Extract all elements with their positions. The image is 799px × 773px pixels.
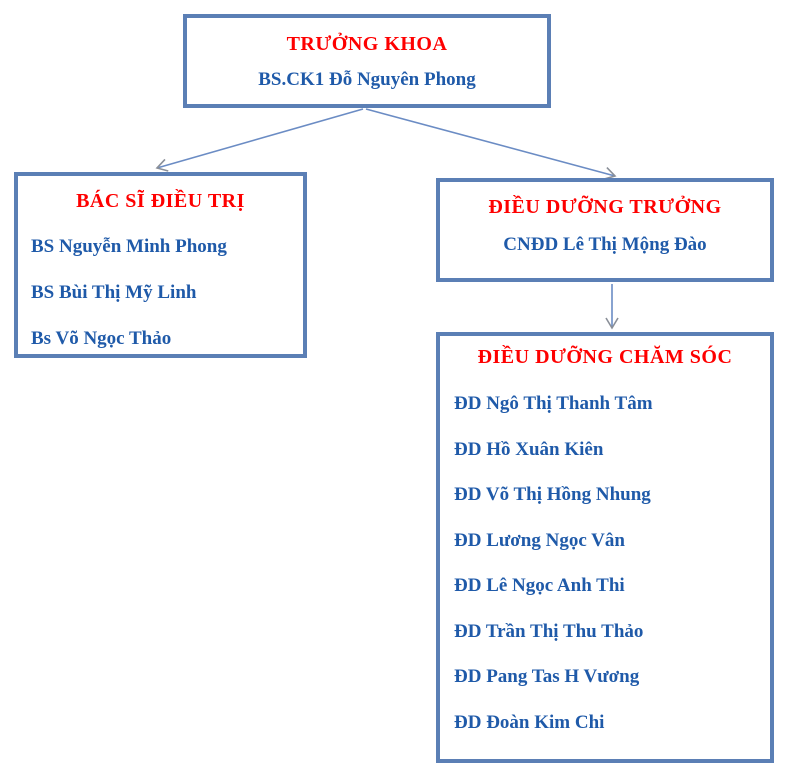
member-name: ĐD Hồ Xuân Kiên (454, 438, 604, 460)
member-name: Bs Võ Ngọc Thảo (31, 328, 172, 349)
node-dieu-duong-truong: ĐIỀU DƯỠNG TRƯỞNG CNĐD Lê Thị Mộng Đào (436, 178, 774, 282)
node-title: BÁC SĨ ĐIỀU TRỊ (76, 190, 245, 212)
member-name: BS.CK1 Đỗ Nguyên Phong (258, 69, 476, 90)
node-dieu-duong-cham-soc: ĐIỀU DƯỠNG CHĂM SÓC ĐD Ngô Thị Thanh Tâm… (436, 332, 774, 763)
arrow-truongkhoa-to-ddtruong (365, 108, 617, 180)
node-title: ĐIỀU DƯỠNG TRƯỞNG (488, 196, 722, 218)
member-list: BS Nguyễn Minh Phong BS Bùi Thị Mỹ Linh … (18, 224, 303, 362)
member-name: ĐD Trần Thị Thu Thảo (454, 620, 644, 642)
member-name: ĐD Pang Tas H Vương (454, 666, 640, 687)
member-list: ĐD Ngô Thị Thanh Tâm ĐD Hồ Xuân Kiên ĐD … (440, 381, 770, 745)
member-name: ĐD Đoàn Kim Chi (454, 711, 605, 733)
member-name: CNĐD Lê Thị Mộng Đào (503, 234, 707, 255)
member-name: ĐD Võ Thị Hồng Nhung (454, 484, 651, 505)
arrow-truongkhoa-to-bacsi (155, 108, 364, 172)
node-title: TRƯỞNG KHOA (286, 33, 448, 55)
member-name: ĐD Ngô Thị Thanh Tâm (454, 393, 653, 414)
node-truong-khoa: TRƯỞNG KHOA BS.CK1 Đỗ Nguyên Phong (183, 14, 551, 108)
member-name: BS Nguyễn Minh Phong (31, 236, 227, 257)
member-name: ĐD Lương Ngọc Vân (454, 529, 625, 551)
node-bac-si-dieu-tri: BÁC SĨ ĐIỀU TRỊ BS Nguyễn Minh Phong BS … (14, 172, 307, 358)
member-name: BS Bùi Thị Mỹ Linh (31, 282, 197, 303)
node-title: ĐIỀU DƯỠNG CHĂM SÓC (477, 346, 733, 368)
member-name: ĐD Lê Ngọc Anh Thi (454, 575, 625, 596)
